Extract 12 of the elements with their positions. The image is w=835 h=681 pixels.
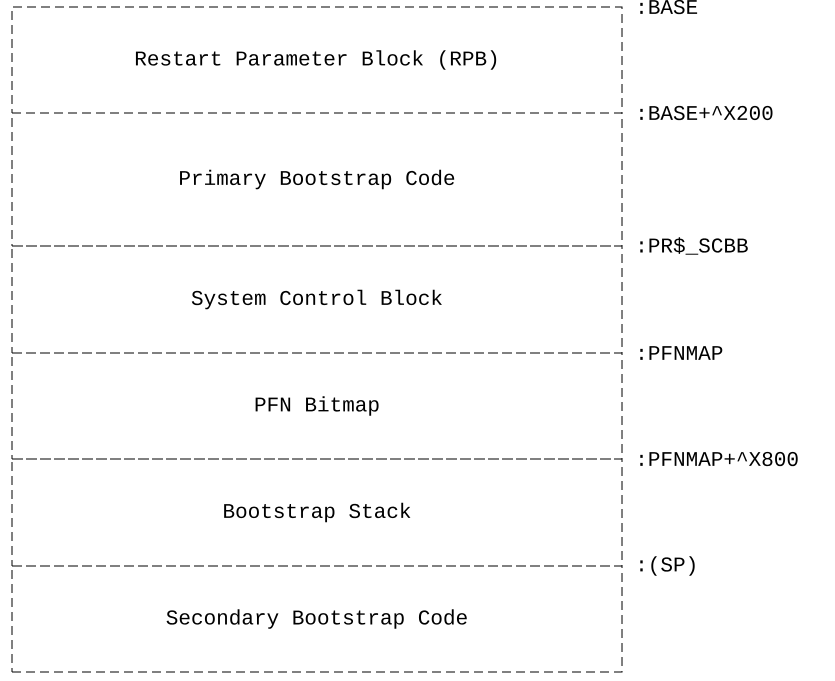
memory-block: PFN Bitmap	[12, 352, 622, 460]
address-label: :PFNMAP	[640, 346, 722, 360]
address-label: :BASE	[640, 0, 698, 14]
address-label: :PR$_SCBB	[640, 237, 748, 255]
address-label: :BASE+^X200	[640, 106, 773, 120]
memory-block: System Control Block	[12, 246, 622, 354]
memory-block: Bootstrap Stack	[12, 458, 622, 566]
memory-block: Restart Parameter Block (RPB)	[12, 6, 622, 114]
address-label: :PFNMAP+^X800	[640, 452, 798, 466]
address-label: :(SP)	[640, 556, 695, 576]
memory-block: Primary Bootstrap Code	[12, 112, 622, 246]
memory-block: Secondary Bootstrap Code	[12, 566, 622, 672]
